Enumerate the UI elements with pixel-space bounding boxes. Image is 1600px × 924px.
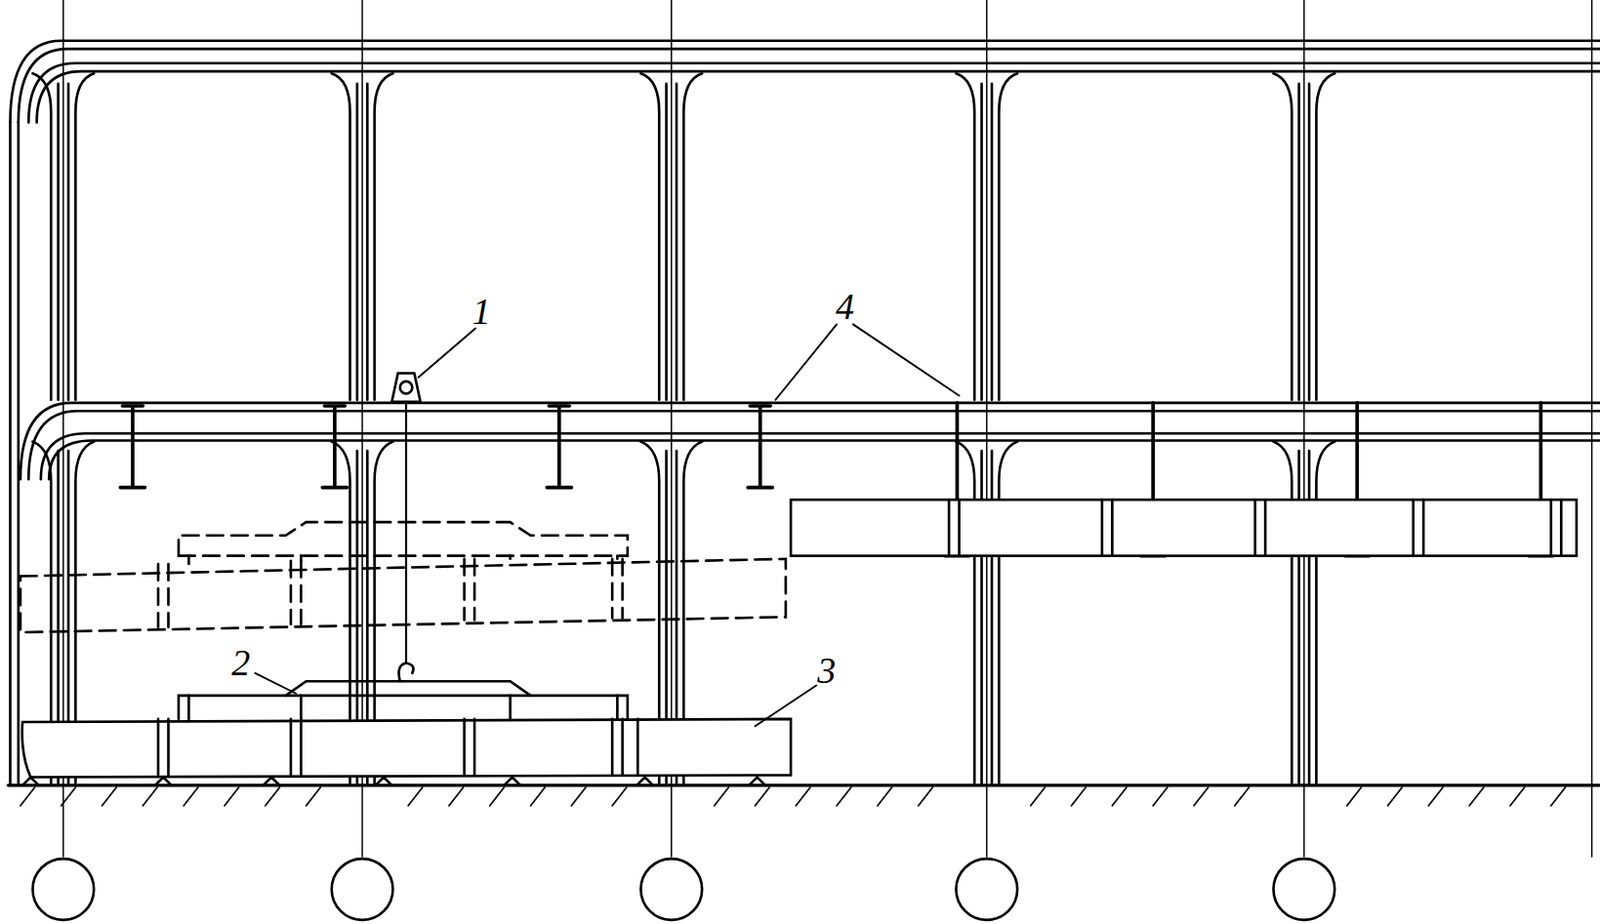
columns xyxy=(331,0,394,921)
lifting-traverse xyxy=(399,662,414,682)
suspension-hangers xyxy=(546,406,572,489)
beam-on-ground xyxy=(22,719,791,779)
lifted-beam-position xyxy=(158,559,623,628)
lifted-beam-position xyxy=(20,522,786,633)
lifted-beam-position xyxy=(178,522,628,556)
floor-slab xyxy=(20,403,1600,480)
lifted-beam-position xyxy=(20,559,786,633)
hoist xyxy=(405,402,408,664)
suspension-hangers xyxy=(322,406,347,489)
beam-on-ground xyxy=(22,719,791,786)
leader-lines xyxy=(755,685,818,727)
columns xyxy=(32,0,94,921)
leader-lines xyxy=(254,324,959,727)
beam-on-ground xyxy=(22,777,766,785)
lifting-traverse xyxy=(188,696,617,720)
hoist xyxy=(400,381,413,395)
ground xyxy=(7,785,1600,807)
roof xyxy=(9,41,1600,786)
ground xyxy=(7,783,1600,787)
hoist xyxy=(391,373,420,664)
floor-slab xyxy=(41,433,1600,480)
suspension-hangers xyxy=(120,406,145,489)
leader-lines xyxy=(775,324,959,400)
beam-on-ground xyxy=(158,719,638,776)
callout-number: 2 xyxy=(228,644,253,682)
lifting-traverse xyxy=(178,696,628,720)
installed-beam xyxy=(790,499,1577,556)
columns xyxy=(1272,0,1335,921)
roof xyxy=(9,122,18,785)
roof xyxy=(28,63,1600,124)
lifting-traverse xyxy=(286,681,532,697)
floor-slab xyxy=(48,441,1600,481)
installed-beam xyxy=(948,499,1561,556)
leader-lines xyxy=(418,328,477,378)
lifted-beam-position xyxy=(188,556,617,565)
roof xyxy=(18,48,1600,123)
callout-number: 3 xyxy=(814,652,839,690)
floor-slab xyxy=(28,410,1600,480)
installed-beam xyxy=(790,499,1577,556)
callout-number: 4 xyxy=(832,287,858,326)
ground xyxy=(20,787,1566,807)
roof xyxy=(37,71,1600,123)
roof xyxy=(9,41,1600,124)
callout-number: 1 xyxy=(469,292,494,330)
suspension-hangers xyxy=(747,406,773,489)
floor-slab xyxy=(20,403,1600,480)
hoist xyxy=(391,373,420,403)
columns xyxy=(955,0,1018,921)
columns xyxy=(1591,0,1593,858)
leader-lines xyxy=(254,673,296,695)
